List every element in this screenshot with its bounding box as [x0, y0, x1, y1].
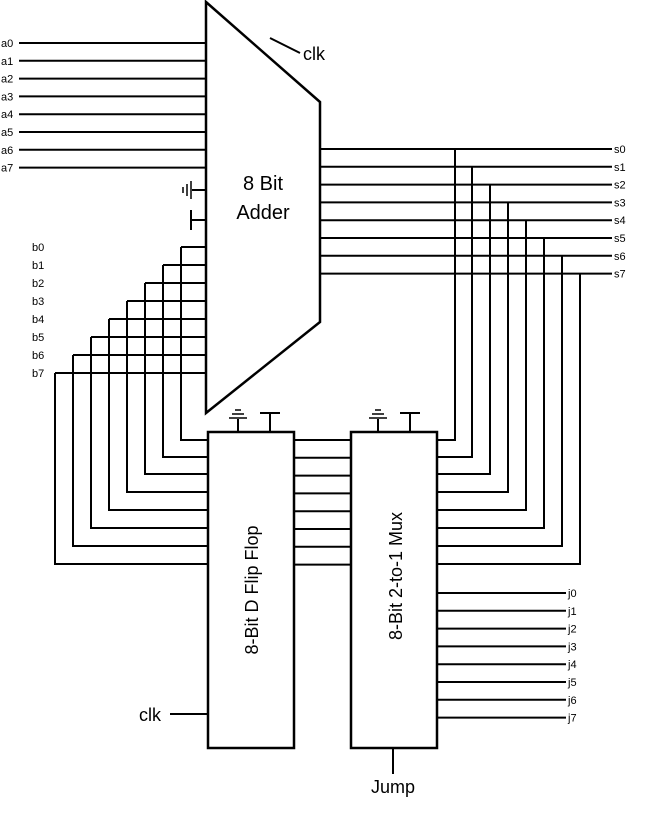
s-output-label: s0	[614, 144, 626, 156]
b-input-label: b6	[32, 350, 44, 362]
j-input-label: j5	[567, 677, 577, 689]
s-to-mux-wire	[437, 220, 527, 511]
vcc-icon	[190, 210, 206, 230]
adder-s-outputs: s0 s1 s2 s3 s4 s5 s6 s7	[320, 144, 626, 565]
flipflop-clk-label: clk	[139, 705, 162, 725]
vcc-icon	[260, 412, 280, 432]
s-output-label: s1	[614, 162, 626, 174]
ground-icon	[229, 409, 247, 432]
s-to-mux-wire	[437, 149, 456, 441]
adder-a-inputs: a0 a1 a2 a3 a4 a5 a6 a7	[1, 38, 206, 175]
b-feedback-wire	[54, 373, 208, 565]
mux-block: 8-Bit 2-to-1 Mux Jump	[349, 409, 439, 797]
s-output-label: s7	[614, 269, 626, 281]
s-to-mux-wire	[437, 202, 509, 493]
ground-icon	[369, 409, 387, 432]
adder-label-line2: Adder	[236, 202, 290, 224]
s-to-mux-wire	[437, 273, 581, 565]
vcc-icon	[400, 412, 420, 432]
j-input-label: j0	[567, 588, 577, 600]
flipflop-label: 8-Bit D Flip Flop	[242, 525, 262, 654]
s-to-mux-wire	[437, 255, 563, 547]
s-output-label: s4	[614, 215, 626, 227]
b-feedback-wire	[180, 247, 208, 441]
a-input-label: a1	[1, 56, 13, 68]
j-input-label: j6	[567, 695, 577, 707]
s-to-mux-wire	[437, 238, 545, 529]
a-input-label: a7	[1, 163, 13, 175]
j-input-label: j3	[567, 641, 577, 653]
b-input-label: b1	[32, 260, 44, 272]
b-feedback-wire	[126, 301, 208, 493]
b-input-label: b5	[32, 332, 44, 344]
b-input-label: b3	[32, 296, 44, 308]
s-output-label: s5	[614, 233, 626, 245]
j-input-label: j7	[567, 713, 577, 725]
s-to-mux-wire	[437, 166, 473, 458]
adder-block: 8 Bit Adder clk	[182, 0, 326, 416]
a-input-label: a5	[1, 127, 13, 139]
s-to-mux-wire	[437, 184, 491, 475]
a-input-label: a6	[1, 145, 13, 157]
flipflop-mux-bus	[294, 439, 351, 566]
j-input-label: j1	[567, 606, 577, 618]
b-input-label: b4	[32, 314, 44, 326]
ground-icon	[182, 181, 206, 199]
adder-clk-label: clk	[303, 44, 326, 64]
b-feedback-wire	[90, 337, 208, 529]
b-input-label: b7	[32, 368, 44, 380]
j-input-label: j2	[567, 624, 577, 636]
b-feedback-wire	[144, 283, 208, 475]
b-feedback-wire	[162, 265, 208, 458]
b-input-label: b2	[32, 278, 44, 290]
mux-label: 8-Bit 2-to-1 Mux	[386, 512, 406, 640]
a-input-label: a2	[1, 74, 13, 86]
s-output-label: s6	[614, 251, 626, 263]
mux-select-label: Jump	[371, 777, 415, 797]
b-input-label: b0	[32, 242, 44, 254]
j-input-label: j4	[567, 659, 577, 671]
a-input-label: a3	[1, 91, 13, 103]
b-feedback-wire	[72, 355, 208, 547]
mux-j-inputs: j0 j1 j2 j3 j4 j5 j6 j7	[437, 588, 577, 725]
a-input-label: a4	[1, 109, 13, 121]
adder-b-inputs: b0 b1 b2 b3 b4 b5 b6 b7	[32, 242, 208, 565]
b-feedback-wire	[108, 319, 208, 511]
s-output-label: s2	[614, 180, 626, 192]
adder-label-line1: 8 Bit	[243, 173, 283, 195]
flipflop-block: 8-Bit D Flip Flop clk	[139, 409, 296, 750]
a-input-label: a0	[1, 38, 13, 50]
s-output-label: s3	[614, 197, 626, 209]
